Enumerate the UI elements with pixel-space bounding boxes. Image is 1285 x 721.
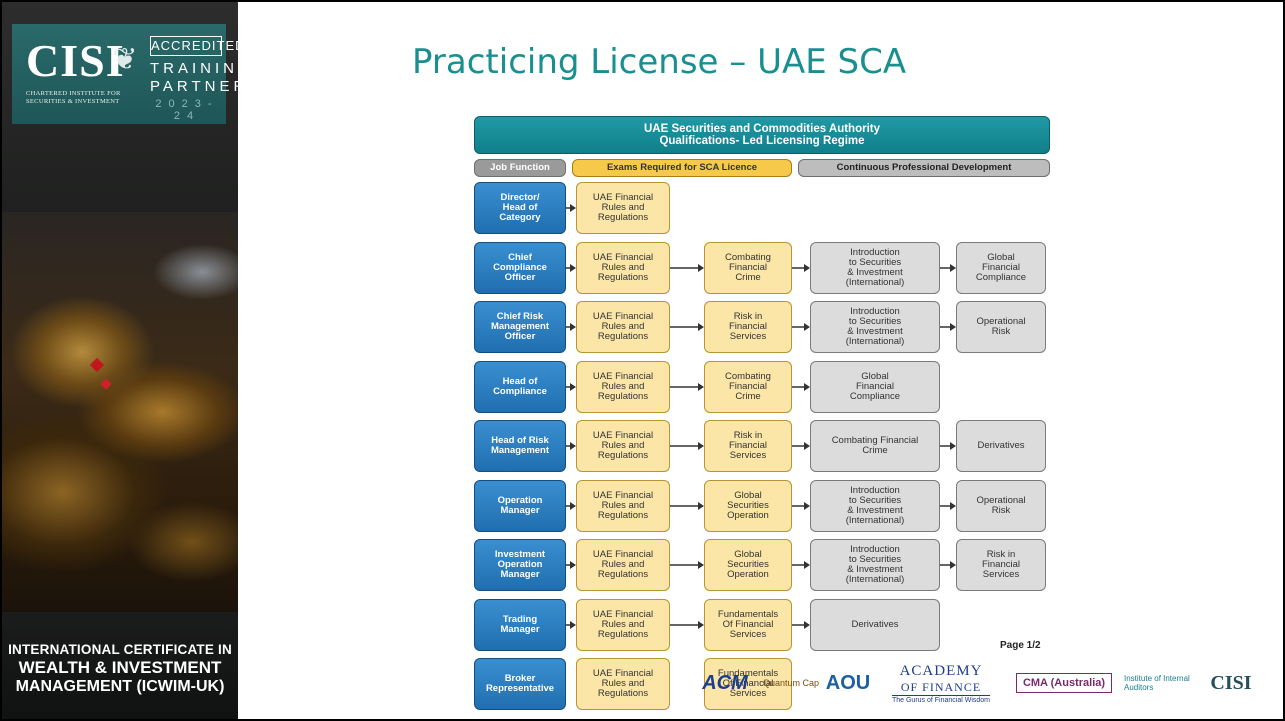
exam-box: Global Securities Operation	[704, 480, 792, 532]
cma-label: CMA (Australia)	[1015, 673, 1113, 693]
acm-logo: ACM	[702, 671, 748, 694]
exam-box: UAE Financial Rules and Regulations	[576, 361, 670, 413]
job-function-box: Head of Compliance	[474, 361, 566, 413]
column-label-exams: Exams Required for SCA Licence	[572, 159, 792, 177]
exam-box: UAE Financial Rules and Regulations	[576, 182, 670, 234]
academy-sub: OF FINANCE	[900, 679, 982, 694]
quantum-cap-logo: Quantum Cap	[762, 678, 820, 688]
exam-box: Fundamentals Of Financial Services	[704, 658, 792, 710]
exam-box: UAE Financial Rules and Regulations	[576, 420, 670, 472]
left-panel: CISI ❦ CHARTERED INSTITUTE FOR SECURITIE…	[2, 2, 238, 719]
logo-area: CISI ❦ CHARTERED INSTITUTE FOR SECURITIE…	[2, 2, 238, 212]
cpd-box: Combating Financial Crime	[810, 420, 940, 472]
cpd-box: Introduction to Securities & Investment …	[810, 539, 940, 591]
exam-box: Fundamentals Of Financial Services	[704, 599, 792, 651]
course-banner: INTERNATIONAL CERTIFICATE IN WEALTH & IN…	[2, 612, 238, 719]
exam-box: Combating Financial Crime	[704, 361, 792, 413]
academy-name: ACADEMY	[899, 662, 983, 679]
exam-box: UAE Financial Rules and Regulations	[576, 242, 670, 294]
cpd-box: Global Financial Compliance	[810, 361, 940, 413]
academy-tagline: The Gurus of Financial Wisdom	[891, 694, 991, 704]
treasure-photo	[2, 212, 238, 612]
exam-box: Risk in Financial Services	[704, 420, 792, 472]
cpd-box: Introduction to Securities & Investment …	[810, 242, 940, 294]
academy-of-finance-logo: ACADEMY OF FINANCE The Gurus of Financia…	[876, 660, 1006, 706]
cpd-box: Global Financial Compliance	[956, 242, 1046, 294]
licensing-chart: UAE Securities and Commodities Authority…	[472, 112, 1052, 710]
page-number: Page 1/2	[1000, 640, 1041, 651]
exam-box: UAE Financial Rules and Regulations	[576, 301, 670, 353]
job-function-box: Operation Manager	[474, 480, 566, 532]
exam-box: UAE Financial Rules and Regulations	[576, 480, 670, 532]
exam-box: UAE Financial Rules and Regulations	[576, 599, 670, 651]
chart-header: UAE Securities and Commodities Authority…	[474, 116, 1050, 154]
partner-label: PARTNER	[150, 78, 238, 95]
cpd-box: Derivatives	[810, 599, 940, 651]
exam-box: Combating Financial Crime	[704, 242, 792, 294]
job-function-box: Chief Risk Management Officer	[474, 301, 566, 353]
exam-box: Risk in Financial Services	[704, 301, 792, 353]
cpd-box: Operational Risk	[956, 301, 1046, 353]
partner-logos: ACM Quantum Cap AOU ACADEMY OF FINANCE T…	[694, 660, 1268, 706]
ruby-gem	[89, 357, 105, 373]
column-label-cpd: Continuous Professional Development	[798, 159, 1050, 177]
job-function-box: Chief Compliance Officer	[474, 242, 566, 294]
cisi-institute-name: CHARTERED INSTITUTE FOR SECURITIES & INV…	[26, 90, 121, 105]
cisi-wordmark: CISI	[26, 35, 125, 86]
exam-box: UAE Financial Rules and Regulations	[576, 658, 670, 710]
cpd-box: Operational Risk	[956, 480, 1046, 532]
cisi-accredited-logo: CISI ❦ CHARTERED INSTITUTE FOR SECURITIE…	[12, 24, 238, 124]
job-function-box: Trading Manager	[474, 599, 566, 651]
column-label-job: Job Function	[474, 159, 566, 177]
cpd-box: Risk in Financial Services	[956, 539, 1046, 591]
course-line-3: MANAGEMENT (ICWIM-UK)	[15, 678, 225, 695]
job-function-box: Investment Operation Manager	[474, 539, 566, 591]
job-function-box: Head of Risk Management	[474, 420, 566, 472]
crest-icon: ❦	[112, 43, 138, 76]
exam-box: UAE Financial Rules and Regulations	[576, 539, 670, 591]
cpd-box: Derivatives	[956, 420, 1046, 472]
course-line-2: WEALTH & INVESTMENT	[18, 658, 222, 677]
iia-logo: Institute of Internal Auditors	[1124, 674, 1190, 692]
accredited-label: ACCREDITED	[150, 36, 238, 56]
job-function-box: Director/ Head of Category	[474, 182, 566, 234]
exam-box: Global Securities Operation	[704, 539, 792, 591]
course-line-1: INTERNATIONAL CERTIFICATE IN	[8, 642, 232, 657]
training-label: TRAINING	[150, 60, 238, 77]
ruby-gem	[100, 378, 112, 390]
cpd-box: Introduction to Securities & Investment …	[810, 301, 940, 353]
cpd-box: Introduction to Securities & Investment …	[810, 480, 940, 532]
aou-logo: AOU	[825, 671, 871, 694]
slide-title: Practicing License – UAE SCA	[412, 42, 907, 82]
cisi-small-logo: CISI	[1210, 671, 1252, 694]
cma-australia-logo: CMA (Australia)	[1012, 660, 1116, 706]
accreditation-year: 2023-24	[155, 98, 219, 122]
job-function-box: Broker Representative	[474, 658, 566, 710]
